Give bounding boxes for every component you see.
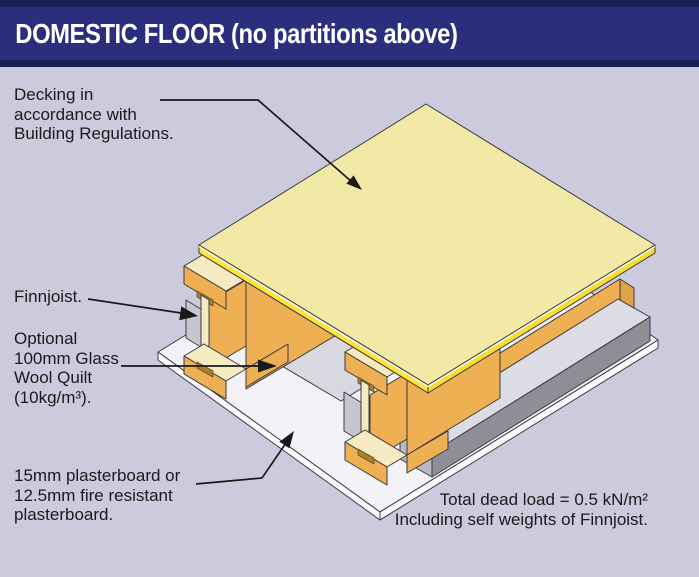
decking-edge-highlight-right: [427, 245, 656, 388]
plasterboard-arrowhead: [279, 431, 294, 449]
leader-arrows: [87, 99, 362, 485]
title-bar-main: DOMESTIC FLOOR (no partitions above): [0, 7, 699, 60]
plasterboard-edge-right: [379, 339, 659, 521]
top-flange-front: [344, 351, 388, 396]
decking-leader-line: [160, 99, 353, 183]
title-bar-bottom-trim: [0, 60, 699, 67]
top-flange-front: [183, 265, 227, 310]
glass-wool-label: Optional 100mm Glass Wool Quilt (10kg/m³…: [14, 329, 119, 407]
finnjoist-leader-line: [87, 298, 182, 314]
decking-edge-highlight-left: [198, 245, 429, 388]
bottom-flange-side: [406, 430, 449, 474]
dead-load-note: Total dead load = 0.5 kN/m² Including se…: [394, 490, 648, 529]
page-title: DOMESTIC FLOOR (no partitions above): [15, 17, 458, 49]
decking-label: Decking in accordance with Building Regu…: [14, 85, 174, 143]
glass-wool-arrowhead: [258, 359, 277, 373]
title-bar: DOMESTIC FLOOR (no partitions above): [0, 0, 699, 67]
plasterboard-label: 15mm plasterboard or 12.5mm fire resista…: [14, 466, 181, 524]
decking-panel: [198, 103, 656, 394]
finnjoist-arrowhead: [179, 306, 198, 321]
bottom-flange-groove: [357, 448, 375, 465]
finnjoist-label: Finnjoist.: [14, 287, 83, 306]
title-bar-top-trim: [0, 0, 699, 7]
decking-arrowhead: [346, 175, 362, 190]
plasterboard-leader-line: [195, 442, 287, 485]
